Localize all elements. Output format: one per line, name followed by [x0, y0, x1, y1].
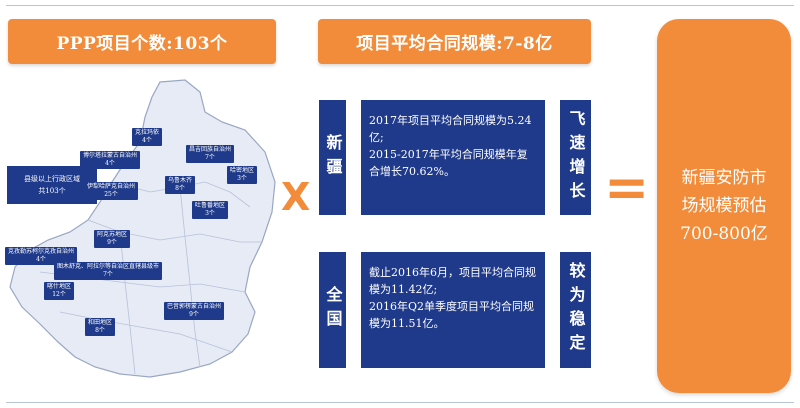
region-count: 25个 — [104, 191, 118, 198]
region-name: 哈密地区 — [230, 167, 255, 174]
region-name: 克拉玛依 — [135, 129, 160, 136]
region-name: 巴音郭楞蒙古自治州 — [167, 303, 222, 310]
xinjiang-trend: 飞速增长 — [560, 100, 591, 215]
region-count: 9个 — [107, 239, 117, 246]
national-label: 全国 — [319, 252, 346, 368]
region-count: 3个 — [205, 210, 215, 217]
bottom-rule — [6, 402, 794, 403]
region-name: 乌鲁木齐 — [168, 177, 193, 184]
region-count: 9个 — [189, 311, 199, 318]
region-count: 7个 — [205, 154, 215, 161]
region-count: 4个 — [105, 160, 115, 167]
county-count-line1: 县级以上行政区域 — [24, 175, 80, 183]
region-label: 阿克苏地区 9个 — [94, 230, 131, 248]
xinjiang-label: 新疆 — [319, 100, 346, 215]
county-count-line2: 共103个 — [38, 187, 66, 195]
region-name: 伊犁哈萨克自治州 — [87, 183, 136, 190]
region-count: 8个 — [95, 327, 105, 334]
region-label: 和田地区 8个 — [85, 318, 116, 336]
region-count: 4个 — [36, 256, 46, 263]
map-outline — [9, 79, 276, 378]
region-label: 乌鲁木齐 8个 — [165, 176, 196, 194]
estimate-line-1: 新疆安防市 — [681, 168, 767, 188]
region-name: 吐鲁番地区 — [195, 202, 226, 209]
region-name: 克孜勒苏柯尔克孜自治州 — [8, 248, 75, 255]
national-description: 截止2016年6月，项目平均合同规模为11.42亿; 2016年Q2单季度项目平… — [361, 252, 545, 368]
region-label: 哈密地区 3个 — [227, 166, 258, 184]
region-label: 昌吉回族自治州 7个 — [186, 145, 235, 163]
national-trend: 较为稳定 — [560, 252, 591, 368]
region-label: 吐鲁番地区 3个 — [192, 201, 229, 219]
region-name: 和田地区 — [88, 319, 113, 326]
region-border — [179, 186, 201, 368]
region-count: 4个 — [142, 137, 152, 144]
region-count: 12个 — [52, 291, 66, 298]
region-label: 伊犁哈萨克自治州 25个 — [84, 182, 139, 200]
map-shape — [9, 79, 276, 378]
region-border — [59, 311, 233, 353]
region-label: 克拉玛依 4个 — [132, 128, 163, 146]
region-name: 喀什地区 — [47, 283, 72, 290]
county-count-box: 县级以上行政区域 共103个 — [7, 166, 97, 204]
national-line-1: 截止2016年6月，项目平均合同规模为11.42亿; — [369, 266, 536, 296]
region-count: 7个 — [103, 271, 113, 278]
avg-contract-header: 项目平均合同规模:7-8亿 — [318, 19, 591, 64]
region-label: 图木舒克、阿拉尔等自治区直辖县级市 7个 — [54, 262, 163, 280]
region-count: 3个 — [237, 175, 247, 182]
equals-sign: = — [604, 156, 650, 219]
xinjiang-description: 2017年项目平均合同规模为5.24亿; 2015-2017年平均合同规模年复合… — [361, 100, 545, 215]
region-name: 博尔塔拉蒙古自治州 — [83, 152, 138, 159]
market-estimate-box: 新疆安防市 场规模预估 700-800亿 — [657, 19, 791, 393]
top-rule — [6, 5, 794, 6]
region-name: 图木舒克、阿拉尔等自治区直辖县级市 — [57, 263, 160, 270]
region-count: 8个 — [175, 185, 185, 192]
estimate-value: 700-800亿 — [680, 224, 768, 244]
region-border — [119, 231, 136, 375]
region-label: 克孜勒苏柯尔克孜自治州 4个 — [5, 247, 78, 265]
xinjiang-line-1: 2017年项目平均合同规模为5.24亿; — [369, 114, 532, 144]
estimate-line-2: 场规模预估 — [681, 196, 767, 216]
ppp-count-header: PPP项目个数:103个 — [8, 19, 276, 64]
national-line-2: 2016年Q2单季度项目平均合同规模为11.51亿。 — [369, 300, 535, 330]
region-name: 阿克苏地区 — [97, 231, 128, 238]
xinjiang-line-2: 2015-2017年平均合同规模年复合增长70.62%。 — [369, 148, 528, 178]
region-label: 巴音郭楞蒙古自治州 9个 — [164, 302, 225, 320]
region-name: 昌吉回族自治州 — [189, 146, 232, 153]
xinjiang-map: 县级以上行政区域 共103个 克拉玛依 4个 昌吉回族自治州 7个 博尔塔拉蒙古… — [0, 72, 286, 392]
region-label: 喀什地区 12个 — [44, 282, 75, 300]
region-label: 博尔塔拉蒙古自治州 4个 — [80, 151, 141, 169]
multiply-sign: X — [281, 175, 311, 219]
